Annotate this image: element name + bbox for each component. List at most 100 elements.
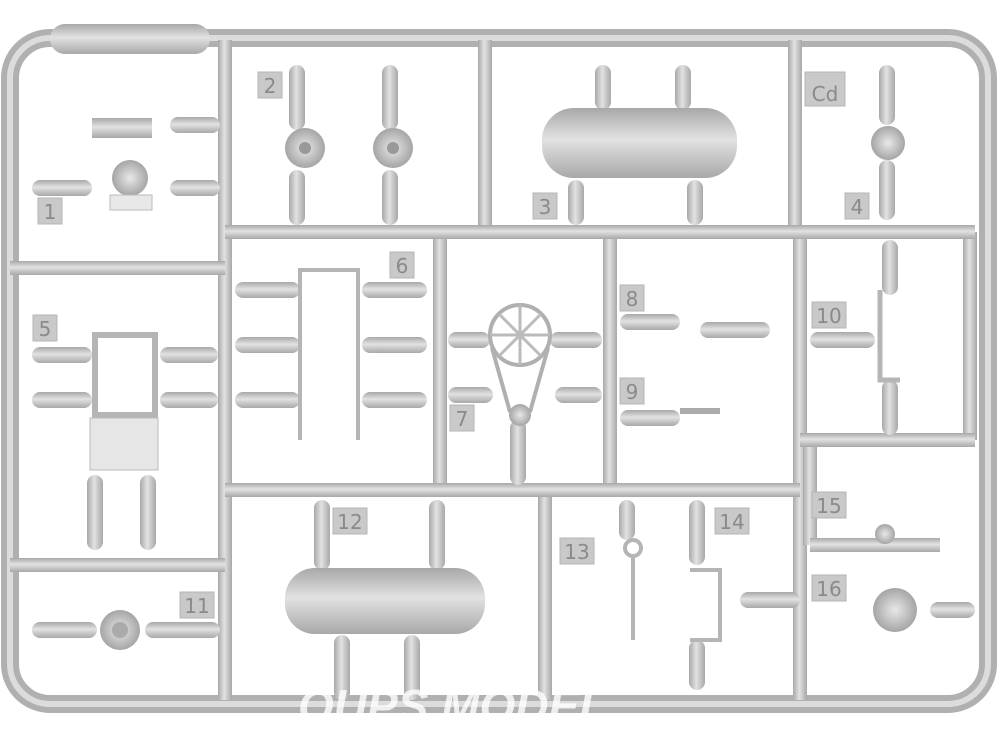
part-number-label: 10 [816, 304, 841, 328]
runner-vertical [603, 232, 617, 490]
gate [362, 282, 427, 298]
gate [170, 117, 220, 133]
gate [32, 347, 92, 363]
part-number-label: 2 [264, 74, 277, 98]
gate [32, 622, 97, 638]
part-10 [877, 290, 900, 383]
gate [675, 65, 691, 110]
part-label-box [37, 197, 63, 225]
gate [810, 332, 875, 348]
runner-vertical [803, 440, 817, 545]
part-number-label: 9 [626, 380, 639, 404]
gate [160, 347, 218, 363]
part-label-box [619, 377, 645, 405]
part-number-label: 3 [539, 195, 552, 219]
part-number-label: 11 [184, 594, 209, 618]
gate [362, 392, 427, 408]
gate [32, 180, 92, 196]
gate [550, 332, 602, 348]
gate [235, 282, 300, 298]
part-number-label: 8 [626, 287, 639, 311]
part-number-label: 13 [564, 540, 589, 564]
runner-vertical [963, 232, 977, 440]
runner-vertical [793, 232, 807, 700]
gate [930, 602, 975, 618]
part-label-box [179, 591, 215, 619]
part-5-frame [89, 332, 159, 471]
part-6-rails [298, 268, 360, 440]
part-label-box [811, 301, 847, 329]
gate [568, 180, 584, 225]
gate [235, 392, 300, 408]
sprue-tab [50, 24, 210, 54]
part-number-label: Cd [812, 82, 839, 106]
part-16 [873, 588, 917, 632]
gate [620, 314, 680, 330]
gate [145, 622, 220, 638]
part-number-label: 16 [816, 577, 841, 601]
gate [235, 337, 300, 353]
runner-horizontal [225, 225, 975, 239]
part-number-label: 12 [337, 510, 362, 534]
part-7-fan-belt [488, 303, 552, 426]
part-label-box [811, 574, 847, 602]
gate [160, 392, 218, 408]
gate [140, 475, 156, 550]
part-label-box [449, 404, 475, 432]
part-label-box [804, 71, 846, 107]
gate [334, 635, 350, 700]
runner-vertical [478, 40, 492, 232]
gate [879, 160, 895, 220]
part-number-label: 15 [816, 494, 841, 518]
gate [620, 410, 680, 426]
sprue-runners [10, 40, 977, 700]
gate [87, 475, 103, 550]
part-number-label: 14 [719, 510, 744, 534]
gate [879, 65, 895, 125]
part-label-box [619, 284, 645, 312]
runner-horizontal [810, 538, 940, 552]
runner-horizontal [10, 558, 225, 572]
sprue-frame [1, 24, 997, 713]
part-label-box [32, 314, 58, 342]
gate [689, 500, 705, 565]
part-label-box [532, 192, 558, 220]
gate [510, 420, 526, 485]
part-number-label: 7 [456, 407, 469, 431]
gate [687, 180, 703, 225]
gate [740, 592, 800, 608]
part-label-box [714, 507, 750, 535]
runner-vertical [218, 40, 232, 700]
runner-vertical [788, 40, 802, 232]
gate [289, 170, 305, 225]
part-label-box [559, 537, 595, 565]
part-label-box [257, 71, 283, 99]
gate [448, 332, 490, 348]
part-12-air-tank [285, 568, 485, 634]
gate [362, 337, 427, 353]
part-label-box [389, 251, 415, 279]
gate [555, 387, 602, 403]
part-number-label: 6 [396, 254, 409, 278]
part-15 [875, 524, 895, 544]
gate [882, 380, 898, 435]
part-13-14-fittings [623, 538, 722, 642]
part-number-label: 4 [851, 195, 864, 219]
gate [429, 500, 445, 570]
gate [689, 640, 705, 690]
gate [289, 65, 305, 130]
sprue-gates [32, 65, 975, 700]
gate [619, 500, 635, 540]
gate [882, 240, 898, 295]
part-label-box [811, 491, 847, 519]
runner-horizontal [10, 261, 225, 275]
gate [382, 65, 398, 130]
part-8-9-valves [680, 322, 770, 414]
gate [32, 392, 92, 408]
part-2-wheels [285, 128, 413, 168]
runner-vertical [433, 232, 447, 490]
gate [170, 180, 220, 196]
gate [404, 635, 420, 700]
